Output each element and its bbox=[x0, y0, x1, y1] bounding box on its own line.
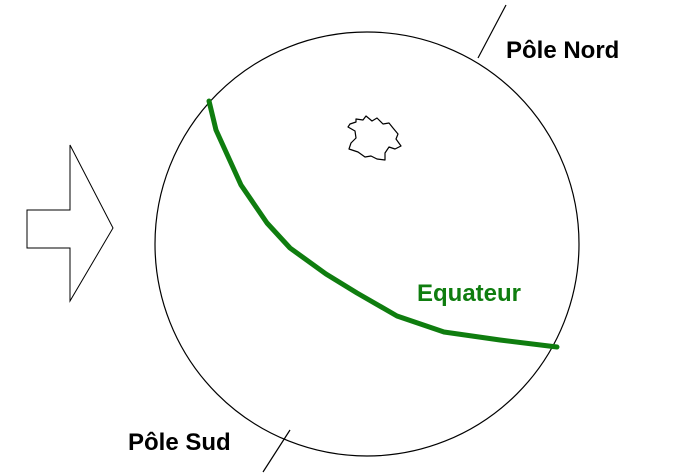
france-shape bbox=[347, 115, 402, 161]
equator-label: Equateur bbox=[417, 280, 521, 307]
north-pole-label: Pôle Nord bbox=[506, 37, 619, 64]
equator-line bbox=[206, 98, 560, 350]
arrow-shape bbox=[26, 144, 114, 303]
south-pole-label: Pôle Sud bbox=[128, 429, 231, 456]
earth-circle bbox=[154, 31, 580, 457]
axis-north-line bbox=[477, 4, 507, 59]
axis-south-line bbox=[262, 429, 291, 473]
